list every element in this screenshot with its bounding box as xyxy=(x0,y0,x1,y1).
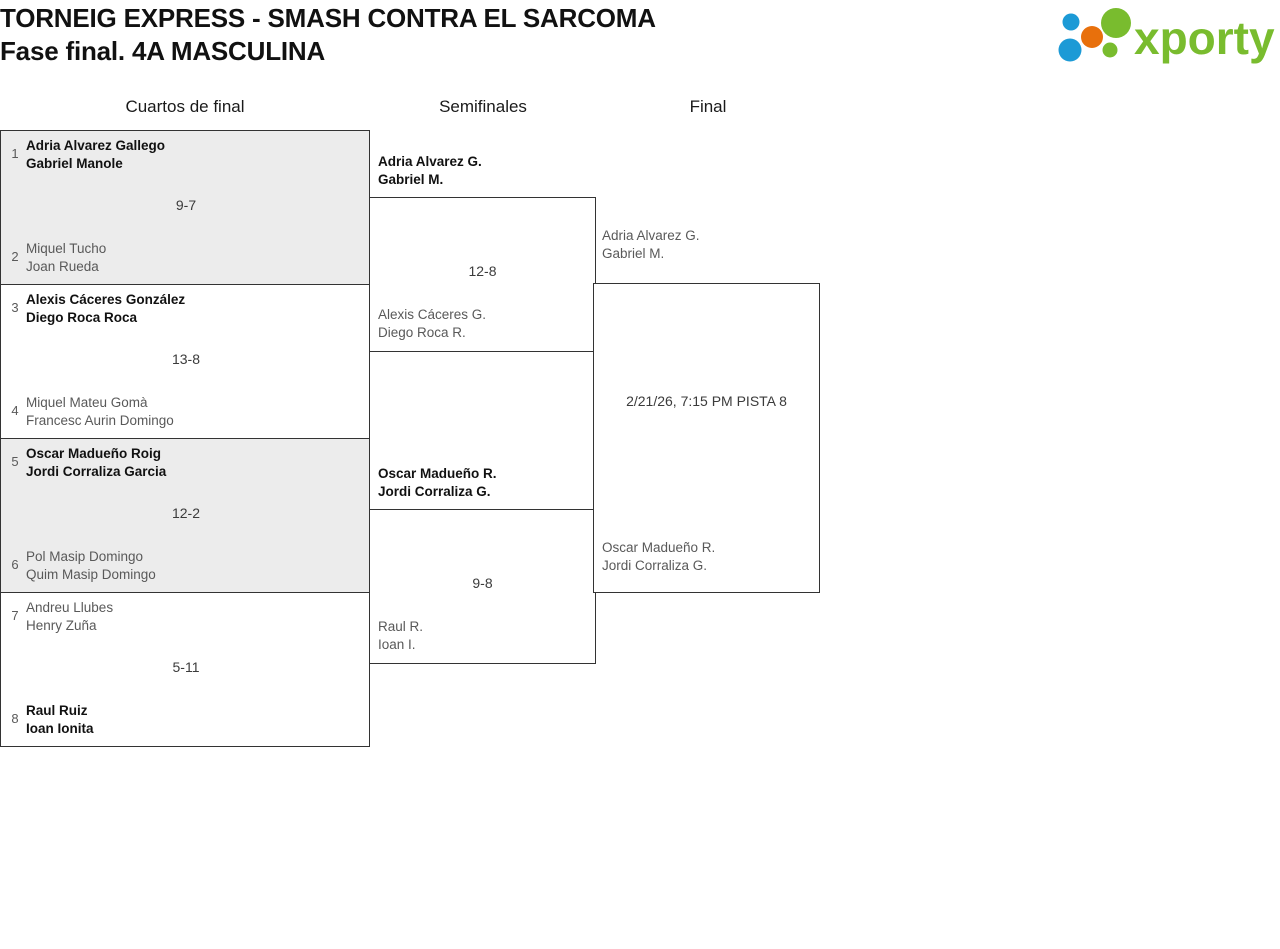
team-bottom: Oscar Madueño R. Jordi Corraliza G. xyxy=(602,539,817,575)
player-name: Raul Ruiz xyxy=(26,703,88,718)
player-name: Gabriel M. xyxy=(378,172,444,187)
player-name: Ioan I. xyxy=(378,637,416,652)
xporty-logo-svg: xporty xyxy=(1058,8,1275,64)
match-qf-1[interactable]: 1 Adria Alvarez Gallego Gabriel Manole 9… xyxy=(0,130,370,285)
team-top: Adria Alvarez G. Gabriel M. xyxy=(602,227,817,263)
match-final-box xyxy=(593,283,820,593)
tournament-title: TORNEIG EXPRESS - SMASH CONTRA EL SARCOM… xyxy=(0,2,656,68)
player-name: Francesc Aurin Domingo xyxy=(26,413,174,428)
match-score: 5-11 xyxy=(172,659,200,675)
xporty-logo[interactable]: xporty xyxy=(1050,6,1275,66)
match-qf-3[interactable]: 5 Oscar Madueño Roig Jordi Corraliza Gar… xyxy=(0,438,370,593)
player-name: Raul R. xyxy=(378,619,424,634)
player-name: Adria Alvarez G. xyxy=(378,154,482,169)
logo-dot-orange xyxy=(1081,26,1103,48)
match-score: 9-7 xyxy=(175,197,197,213)
seed-number: 5 xyxy=(11,454,19,469)
logo-dot-green-small xyxy=(1102,42,1118,58)
tournament-title-line2: Fase final. 4A MASCULINA xyxy=(0,36,326,66)
player-name: Miquel Mateu Gomà xyxy=(26,395,148,410)
logo-dot-green-large xyxy=(1101,8,1131,38)
page-header: TORNEIG EXPRESS - SMASH CONTRA EL SARCOM… xyxy=(0,0,1280,78)
team-bottom: Raul R. Ioan I. xyxy=(378,618,588,654)
match-qf-4[interactable]: 7 Andreu Llubes Henry Zuña 5-11 8 Raul R… xyxy=(0,592,370,747)
match-score: 12-2 xyxy=(171,505,201,521)
quarterfinals-column: 1 Adria Alvarez Gallego Gabriel Manole 9… xyxy=(0,130,370,747)
player-name: Jordi Corraliza Garcia xyxy=(26,464,167,479)
match-score: 12-8 xyxy=(468,263,497,279)
bracket: 1 Adria Alvarez Gallego Gabriel Manole 9… xyxy=(0,130,900,755)
player-name: Andreu Llubes xyxy=(26,600,114,615)
logo-wordmark: xporty xyxy=(1134,12,1275,64)
seed-number: 6 xyxy=(11,557,19,572)
match-score: 13-8 xyxy=(171,351,201,367)
seed-number: 2 xyxy=(11,249,19,264)
player-name: Oscar Madueño R. xyxy=(602,540,716,555)
match-qf-2[interactable]: 3 Alexis Cáceres González Diego Roca Roc… xyxy=(0,284,370,439)
team-bottom: Miquel Mateu Gomà Francesc Aurin Domingo xyxy=(26,394,346,430)
seed-number: 8 xyxy=(11,711,19,726)
team-bottom: Alexis Cáceres G. Diego Roca R. xyxy=(378,306,588,342)
player-name: Oscar Madueño R. xyxy=(378,466,497,481)
team-top: Adria Alvarez Gallego Gabriel Manole xyxy=(26,137,346,173)
player-name: Diego Roca Roca xyxy=(26,310,138,325)
player-name: Quim Masip Domingo xyxy=(26,567,156,582)
round-header-semifinals: Semifinales xyxy=(439,97,527,116)
round-header-final: Final xyxy=(689,97,727,116)
player-name: Oscar Madueño Roig xyxy=(26,446,162,461)
team-top: Andreu Llubes Henry Zuña xyxy=(26,599,346,635)
team-bottom: Pol Masip Domingo Quim Masip Domingo xyxy=(26,548,346,584)
player-name: Gabriel Manole xyxy=(26,156,123,171)
player-name: Alexis Cáceres González xyxy=(26,292,186,307)
match-sf-2-box xyxy=(369,509,596,664)
seed-number: 7 xyxy=(11,608,19,623)
player-name: Adria Alvarez Gallego xyxy=(26,138,166,153)
seed-number: 3 xyxy=(11,300,19,315)
team-top: Oscar Madueño R. Jordi Corraliza G. xyxy=(378,465,588,501)
player-name: Miquel Tucho xyxy=(26,241,107,256)
player-name: Jordi Corraliza G. xyxy=(378,484,491,499)
player-name: Henry Zuña xyxy=(26,618,97,633)
team-top: Oscar Madueño Roig Jordi Corraliza Garci… xyxy=(26,445,346,481)
team-bottom: Miquel Tucho Joan Rueda xyxy=(26,240,346,276)
seed-number: 4 xyxy=(11,403,19,418)
logo-dot-blue-small xyxy=(1062,13,1080,31)
team-bottom: Raul Ruiz Ioan Ionita xyxy=(26,702,346,738)
player-name: Pol Masip Domingo xyxy=(26,549,144,564)
player-name: Gabriel M. xyxy=(602,246,665,261)
match-score: 9-8 xyxy=(472,575,493,591)
team-top: Adria Alvarez G. Gabriel M. xyxy=(378,153,588,189)
tournament-title-line1: TORNEIG EXPRESS - SMASH CONTRA EL SARCOM… xyxy=(0,3,656,33)
player-name: Adria Alvarez G. xyxy=(602,228,700,243)
player-name: Joan Rueda xyxy=(26,259,99,274)
match-sf-1-box xyxy=(369,197,596,352)
final-schedule: 2/21/26, 7:15 PM PISTA 8 xyxy=(626,393,787,409)
player-name: Jordi Corraliza G. xyxy=(602,558,708,573)
team-top: Alexis Cáceres González Diego Roca Roca xyxy=(26,291,346,327)
player-name: Diego Roca R. xyxy=(378,325,466,340)
round-header-quarterfinals: Cuartos de final xyxy=(125,97,245,116)
logo-dot-blue-large xyxy=(1058,38,1082,62)
player-name: Alexis Cáceres G. xyxy=(378,307,487,322)
player-name: Ioan Ionita xyxy=(26,721,94,736)
seed-number: 1 xyxy=(11,146,19,161)
